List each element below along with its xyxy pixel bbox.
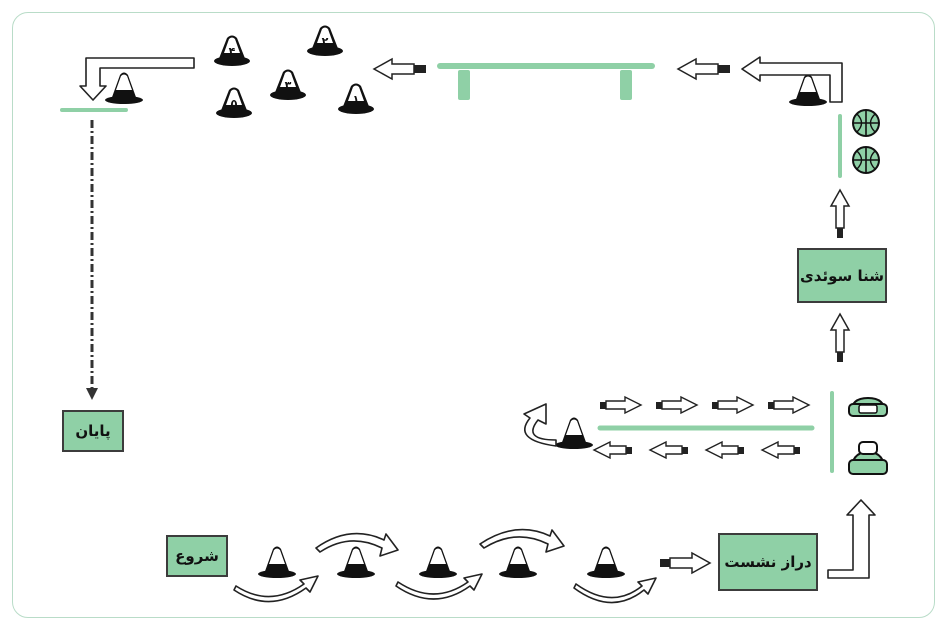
ball-icon	[852, 146, 880, 174]
cone-number: ۱	[353, 93, 360, 106]
numbered-cone-icon: ۵	[216, 87, 252, 118]
numbered-cone-icon: ۳	[270, 69, 306, 100]
hurdle-icon	[437, 63, 655, 100]
elbow-arrow-icon	[79, 57, 195, 101]
curved-arrow-icon	[573, 577, 657, 604]
numbered-cones: ۱ ۲ ۳ ۴ ۵	[214, 25, 374, 118]
curved-arrow-icon	[395, 573, 483, 600]
cone-icon	[419, 546, 457, 578]
curved-arrow-icon	[315, 532, 399, 557]
cone-icon	[337, 546, 375, 578]
curved-arrow-icon	[523, 403, 557, 447]
shuttle-arrows-left	[592, 440, 800, 460]
weave-arrows	[233, 528, 657, 604]
elbow-arrow-icon	[741, 56, 843, 103]
arrow-icon	[829, 188, 851, 238]
cone-number: ۲	[322, 35, 329, 48]
medicine-ball-icon	[848, 441, 888, 475]
arrow-icon	[768, 395, 811, 415]
start-cone-row	[258, 546, 625, 578]
arrow-icon	[829, 312, 851, 362]
arrow-icon	[648, 440, 688, 460]
cone-icon	[105, 72, 143, 104]
elbow-arrow-icon	[827, 499, 876, 579]
shuttle-arrows-right	[600, 395, 811, 415]
arrow-icon	[660, 551, 712, 575]
cone-number: ۴	[229, 45, 236, 58]
cone-icon	[258, 546, 296, 578]
cone-icon	[499, 546, 537, 578]
station-end: پایان	[62, 410, 124, 452]
arrow-icon	[656, 395, 699, 415]
numbered-cone-icon: ۲	[307, 25, 343, 56]
cone-number: ۵	[231, 97, 238, 110]
numbered-cone-icon: ۱	[338, 83, 374, 114]
arrow-icon	[712, 395, 755, 415]
station-swedish-push-ups: شنا سوئدی	[797, 248, 887, 303]
arrow-icon	[592, 440, 632, 460]
arrow-head	[86, 388, 98, 400]
arrow-icon	[676, 57, 730, 81]
arrow-icon	[372, 57, 426, 81]
numbered-cone-icon: ۴	[214, 35, 250, 66]
station-sit-ups: دراز نشست	[718, 533, 818, 591]
arrow-icon	[600, 395, 643, 415]
cone-icon	[587, 546, 625, 578]
cone-number: ۳	[285, 79, 292, 92]
arrow-icon	[760, 440, 800, 460]
station-start: شروع	[166, 535, 228, 577]
medicine-ball-icon	[848, 396, 888, 417]
curved-arrow-icon	[479, 528, 565, 553]
arrow-icon	[704, 440, 744, 460]
cone-icon	[555, 417, 593, 449]
curved-arrow-icon	[233, 575, 319, 603]
ball-icon	[852, 109, 880, 137]
diagram-frame	[12, 12, 935, 618]
cone-icon	[789, 74, 827, 106]
